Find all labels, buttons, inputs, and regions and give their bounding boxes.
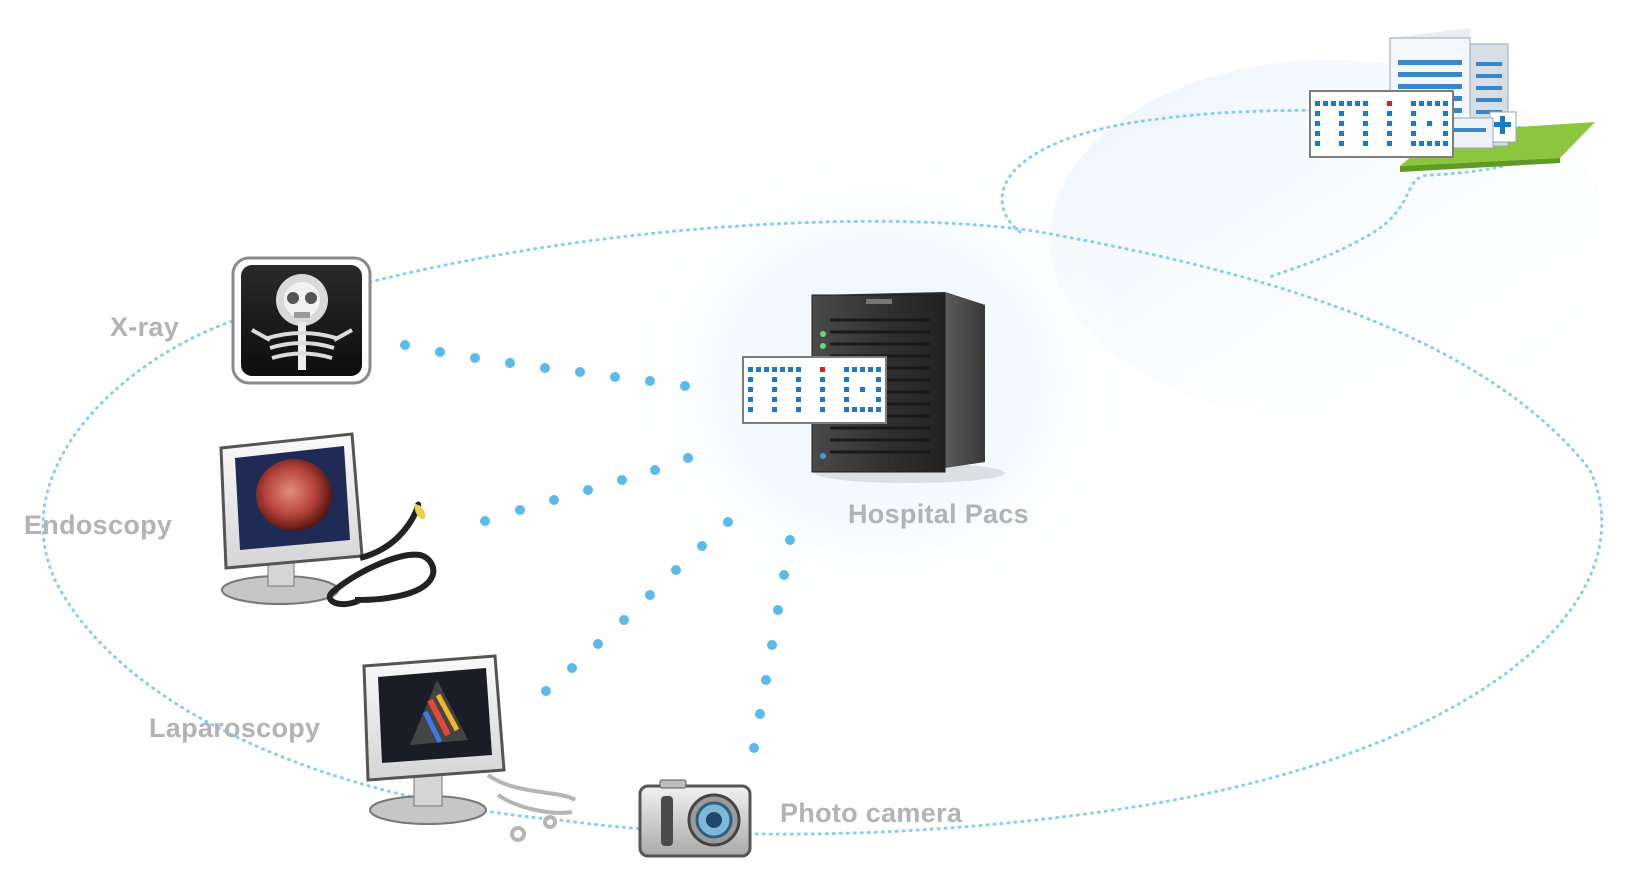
mio-logo-dot xyxy=(844,367,849,372)
mio-logo-dot xyxy=(1363,111,1368,116)
mio-logo-dot xyxy=(876,367,881,372)
mio-logo-dot xyxy=(1339,131,1344,136)
mio-logo-dot xyxy=(772,387,777,392)
mio-logo-dot xyxy=(1339,141,1344,146)
mio-logo-dot xyxy=(876,387,881,392)
mio-logo-dot xyxy=(1443,141,1448,146)
mio-logo-dot xyxy=(772,367,777,372)
camera-icon xyxy=(640,780,750,856)
mio-logo-dot xyxy=(820,387,825,392)
laparoscopy-label: Laparoscopy xyxy=(149,713,320,744)
mio-logo-dot xyxy=(796,377,801,382)
mio-logo-dot xyxy=(796,407,801,412)
mio-logo-dot xyxy=(1315,141,1320,146)
spoke-laparoscopy-link xyxy=(541,517,733,696)
mio-logo-icon xyxy=(743,357,886,423)
mio-logo-dot xyxy=(1315,121,1320,126)
mio-logo-dot xyxy=(1339,111,1344,116)
mio-logo-dot xyxy=(820,367,825,372)
mio-logo-dot xyxy=(748,377,753,382)
mio-logo-dot xyxy=(1355,101,1360,106)
mio-logo-dot xyxy=(1419,101,1424,106)
endoscopy-label: Endoscopy xyxy=(24,510,172,541)
mio-logo-dot xyxy=(1411,131,1416,136)
mio-logo-dot xyxy=(796,367,801,372)
mio-logo-dot xyxy=(772,377,777,382)
xray-label: X-ray xyxy=(110,312,179,343)
mio-logo-dot xyxy=(748,367,753,372)
mio-logo-dot xyxy=(1411,141,1416,146)
mio-logo-dot xyxy=(788,367,793,372)
mio-logo-dot xyxy=(1443,131,1448,136)
mio-logo-dot xyxy=(1435,101,1440,106)
mio-logo-dot xyxy=(1387,141,1392,146)
xray-skeleton-icon xyxy=(233,258,370,383)
mio-logo-dot xyxy=(748,397,753,402)
mio-logo-dot xyxy=(1427,121,1432,126)
mio-logo-dot xyxy=(1427,141,1432,146)
mio-logo-dot xyxy=(1443,111,1448,116)
mio-logo-dot xyxy=(820,397,825,402)
mio-logo-dot xyxy=(1387,121,1392,126)
mio-logo-dot xyxy=(860,367,865,372)
mio-logo-dot xyxy=(852,407,857,412)
hospital-pacs-label: Hospital Pacs xyxy=(848,499,1029,530)
mio-logo-dot xyxy=(1411,101,1416,106)
mio-logo-dot xyxy=(1387,101,1392,106)
mio-logo-dot xyxy=(844,377,849,382)
endoscopy-monitor-icon xyxy=(221,434,433,604)
mio-logo-dot xyxy=(868,407,873,412)
mio-logo-dot xyxy=(1427,101,1432,106)
mio-logo-dot xyxy=(1315,131,1320,136)
mio-logo-dot xyxy=(772,397,777,402)
mio-logo-dot xyxy=(852,367,857,372)
mio-logo-dot xyxy=(844,397,849,402)
mio-logo-dot xyxy=(820,377,825,382)
mio-logo-dot xyxy=(1387,131,1392,136)
mio-logo-dot xyxy=(1411,121,1416,126)
mio-logo-dot xyxy=(1339,101,1344,106)
mio-logo-dot xyxy=(1347,101,1352,106)
mio-logo-dot xyxy=(876,407,881,412)
mio-logo-dot xyxy=(796,397,801,402)
mio-logo-dot xyxy=(748,407,753,412)
mio-logo-dot xyxy=(844,407,849,412)
mio-logo-dot xyxy=(1435,141,1440,146)
mio-logo-dot xyxy=(1443,101,1448,106)
mio-logo-dot xyxy=(796,387,801,392)
mio-logo-icon xyxy=(1310,91,1453,157)
mio-logo-dot xyxy=(1323,101,1328,106)
mio-logo-dot xyxy=(820,407,825,412)
mio-logo-dot xyxy=(1331,101,1336,106)
mio-logo-dot xyxy=(868,367,873,372)
ultrasound-monitor-icon xyxy=(364,656,575,840)
mio-logo-dot xyxy=(844,387,849,392)
mio-logo-dot xyxy=(1363,121,1368,126)
mio-logo-dot xyxy=(860,387,865,392)
mio-logo-dot xyxy=(1443,121,1448,126)
mio-logo-dot xyxy=(1411,111,1416,116)
mio-logo-dot xyxy=(860,407,865,412)
mio-logo-dot xyxy=(780,367,785,372)
mio-logo-dot xyxy=(748,387,753,392)
mio-logo-dot xyxy=(1363,101,1368,106)
mio-logo-dot xyxy=(1363,131,1368,136)
mio-logo-dot xyxy=(1315,101,1320,106)
mio-logo-dot xyxy=(1315,111,1320,116)
mio-logo-dot xyxy=(764,367,769,372)
mio-logo-dot xyxy=(876,397,881,402)
mio-logo-dot xyxy=(1419,141,1424,146)
mio-logo-dot xyxy=(1387,111,1392,116)
mio-logo-dot xyxy=(756,367,761,372)
photo-camera-label: Photo camera xyxy=(780,798,962,829)
mio-logo-dot xyxy=(772,407,777,412)
mio-logo-dot xyxy=(1363,141,1368,146)
mio-logo-dot xyxy=(1339,121,1344,126)
mio-logo-dot xyxy=(876,377,881,382)
